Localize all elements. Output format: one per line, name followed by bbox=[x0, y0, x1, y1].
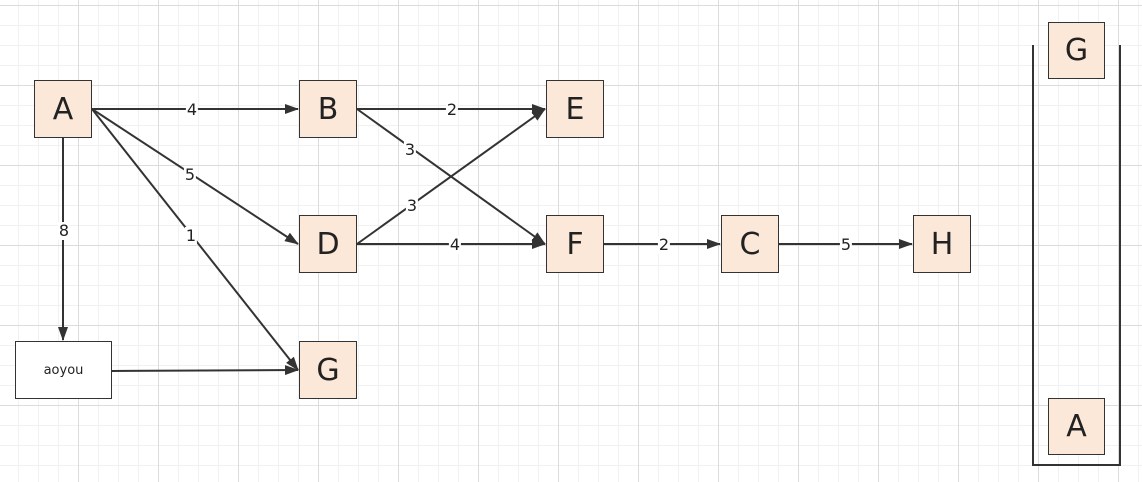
edge-label-b-f: 3 bbox=[403, 140, 417, 159]
node-a[interactable]: A bbox=[34, 80, 92, 138]
edge-label-f-c: 2 bbox=[657, 235, 671, 254]
edge-label-c-h: 5 bbox=[839, 235, 853, 254]
edge-label-d-f: 4 bbox=[448, 235, 462, 254]
node-c[interactable]: C bbox=[721, 215, 779, 273]
stack-container bbox=[1032, 45, 1121, 466]
stack-item-bottom[interactable]: A bbox=[1048, 398, 1105, 455]
edge-d-e bbox=[356, 108, 546, 245]
node-d[interactable]: D bbox=[299, 215, 357, 273]
node-h[interactable]: H bbox=[913, 215, 971, 273]
stack-item-top[interactable]: G bbox=[1048, 22, 1105, 79]
edge-aoyou-g bbox=[111, 365, 299, 376]
node-aoyou[interactable]: aoyou bbox=[15, 341, 112, 399]
node-g[interactable]: G bbox=[299, 341, 357, 399]
edge-label-b-e: 2 bbox=[445, 100, 459, 119]
edge-label-a-d: 5 bbox=[183, 165, 197, 184]
edge-label-a-g: 1 bbox=[184, 226, 198, 245]
edge-label-d-e: 3 bbox=[405, 196, 419, 215]
edge-label-a-b: 4 bbox=[185, 100, 199, 119]
node-b[interactable]: B bbox=[299, 80, 357, 138]
node-e[interactable]: E bbox=[546, 80, 604, 138]
edge-label-a-aoyou: 8 bbox=[57, 221, 71, 240]
node-f[interactable]: F bbox=[546, 215, 604, 273]
